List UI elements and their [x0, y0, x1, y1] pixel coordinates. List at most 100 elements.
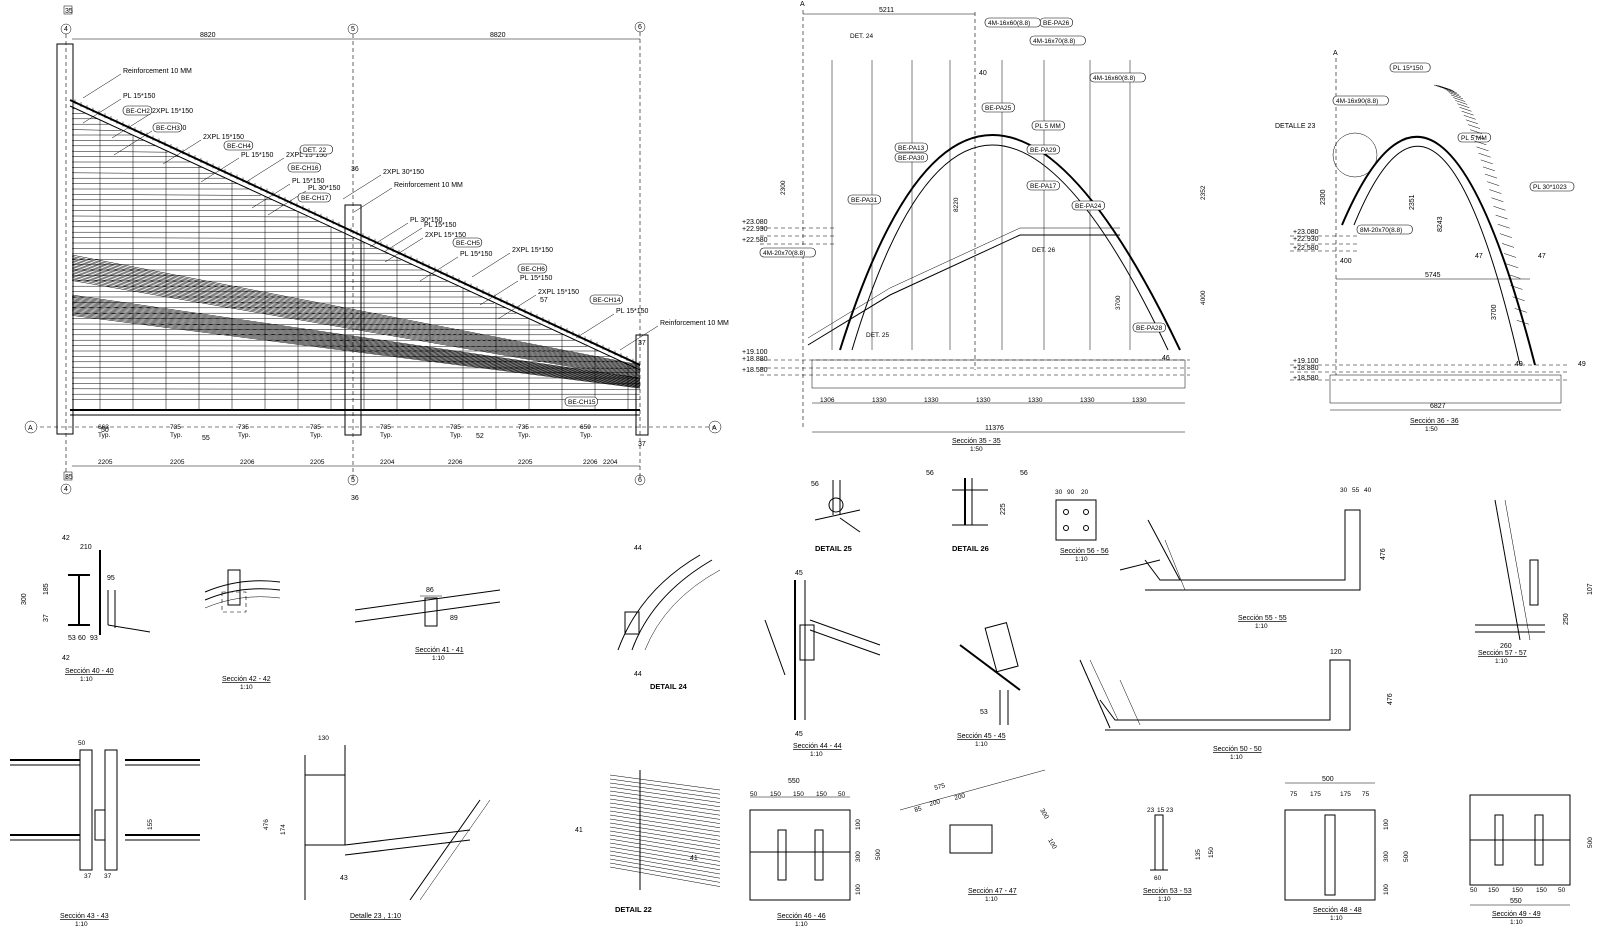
s36-dim-3700: 3700 — [1491, 304, 1498, 320]
small-dim: 735 — [450, 424, 461, 431]
s43-title: Sección 43 - 43 — [60, 913, 109, 920]
s36-rib — [1465, 119, 1478, 125]
s40-dim-53: 53 — [68, 635, 76, 642]
s48-title: Sección 48 - 48 — [1313, 907, 1362, 914]
section-45-45: 53 Sección 45 - 45 1:10 — [957, 621, 1021, 748]
d23-dim-174: 174 — [280, 824, 287, 835]
purlin-band — [71, 301, 641, 382]
d22-line — [609, 782, 721, 799]
grid-bot-35: 35 — [65, 474, 73, 481]
section-53-53: 23 15 23 135 150 60 Sección 53 - 53 1:10 — [1143, 807, 1215, 903]
elevation-tag: BE-CH3 — [152, 122, 183, 133]
elevation-callout: Reinforcement 10 MM — [123, 68, 192, 75]
section-40-40: 300 185 37 95 53 60 93 210 42 42 Sección… — [21, 535, 151, 683]
s36-rib — [1495, 214, 1508, 220]
purlin-band — [71, 309, 641, 386]
svg-text:BE-PA28: BE-PA28 — [1136, 325, 1163, 332]
s35-bolt: 4M-20x70(8.8) — [759, 247, 816, 258]
small-details: 300 185 37 95 53 60 93 210 42 42 Sección… — [10, 470, 1594, 928]
svg-text:BE-PA30: BE-PA30 — [898, 155, 925, 162]
purlin-band — [71, 305, 641, 384]
purlin-band — [71, 313, 641, 388]
purlin-band — [71, 306, 641, 385]
s48-scale: 1:10 — [1330, 915, 1343, 922]
s56-dim-30: 30 — [1055, 489, 1063, 496]
leader-line — [471, 252, 511, 278]
d22-line — [609, 822, 721, 841]
bottom-dim: 2206 — [240, 459, 255, 466]
purlin-band — [71, 275, 641, 377]
d22-line — [609, 818, 721, 837]
s35-tag: BE-PA26 — [1039, 17, 1073, 28]
s57-title: Sección 57 - 57 — [1478, 650, 1527, 657]
s35-bay-dim: 1330 — [872, 397, 887, 404]
s46-title: Sección 46 - 46 — [777, 913, 826, 920]
s44-scale: 1:10 — [810, 751, 823, 758]
elevation-tag: DET. 22 — [299, 144, 333, 155]
elevation-tag: BE-CH6 — [517, 263, 548, 274]
s36-rib — [1482, 166, 1495, 172]
s35-bolt: 4M-16x60(8.8) — [1089, 72, 1146, 83]
s35-bay-dim: 1330 — [924, 397, 939, 404]
s35-tag: BE-PA13 — [894, 142, 928, 153]
sec-mark-37b: 37 — [638, 441, 646, 448]
s35-total: 11376 — [985, 425, 1004, 432]
small-dim: 735 — [170, 424, 181, 431]
elevation-callout: 2XPL 15*150 — [538, 289, 579, 296]
detail-22: 41 41 DETAIL 22 — [575, 770, 721, 914]
s53-title: Sección 53 - 53 — [1143, 888, 1192, 895]
s35-level: +18.580 — [742, 367, 768, 374]
d26-mark-56b: 56 — [1020, 470, 1028, 477]
svg-text:BE-CH16: BE-CH16 — [291, 165, 319, 172]
s35-bolt: 4M-16x70(8.8) — [1029, 35, 1086, 46]
s50-scale: 1:10 — [1230, 754, 1243, 761]
purlin — [71, 150, 168, 153]
s57-dim-250: 250 — [1563, 613, 1570, 625]
typ-label: Typ. — [580, 432, 592, 439]
d24-title: DETAIL 24 — [650, 682, 688, 691]
s36-rib — [1480, 159, 1493, 165]
svg-text:BE-PA25: BE-PA25 — [985, 105, 1012, 112]
d22-mark-41b: 41 — [690, 855, 698, 862]
purlin-band — [71, 299, 641, 381]
svg-text:4M-16x60(8.8): 4M-16x60(8.8) — [1093, 75, 1135, 82]
s49-dim-150a: 150 — [1488, 887, 1499, 894]
s50-dim-476: 476 — [1387, 693, 1394, 705]
s42-title: Sección 42 - 42 — [222, 676, 271, 683]
grid-top-35: 35 — [65, 8, 73, 15]
s36-rib — [1444, 88, 1457, 94]
s35-bay-dim: 1330 — [1028, 397, 1043, 404]
elevation-callout: 2XPL 15*150 — [425, 232, 466, 239]
svg-text:BE-CH17: BE-CH17 — [301, 195, 329, 202]
purlin-band — [71, 271, 641, 375]
s35-title: Sección 35 - 35 — [952, 438, 1001, 445]
s35-level: +19.100 — [742, 349, 768, 356]
s36-rib — [1504, 253, 1517, 258]
s40-scale: 1:10 — [80, 676, 93, 683]
s47-scale: 1:10 — [985, 896, 998, 903]
s48-dim-175a: 175 — [1310, 791, 1321, 798]
svg-text:BE-CH2: BE-CH2 — [126, 108, 150, 115]
s36-rib — [1448, 92, 1461, 97]
purlin — [71, 302, 495, 304]
s36-rib — [1510, 285, 1523, 290]
leader-line — [619, 325, 659, 351]
leader-line — [383, 227, 423, 253]
typ-label: Typ. — [310, 432, 322, 439]
section-49-49: 550 50 150 150 150 50 500 Sección 49 - 4… — [1469, 794, 1594, 926]
svg-text:4M-16x70(8.8): 4M-16x70(8.8) — [1033, 38, 1075, 45]
s46-dim-50b: 50 — [838, 791, 846, 798]
grid-bot-5: 5 — [351, 477, 355, 484]
d23-title: Detalle 23 , 1:10 — [350, 913, 401, 920]
s36-rib — [1489, 189, 1502, 194]
d22-line — [609, 786, 721, 803]
s40-dim-210: 210 — [80, 544, 92, 551]
leader-line — [353, 187, 393, 213]
s49-dim-150b: 150 — [1512, 887, 1523, 894]
s53-scale: 1:10 — [1158, 896, 1171, 903]
s36-dim-2351: 2351 — [1409, 194, 1416, 210]
elevation-tag: BE-CH17 — [297, 192, 331, 203]
section-55-55: 476 30 55 40 Sección 55 - 55 1:10 — [1119, 487, 1387, 630]
